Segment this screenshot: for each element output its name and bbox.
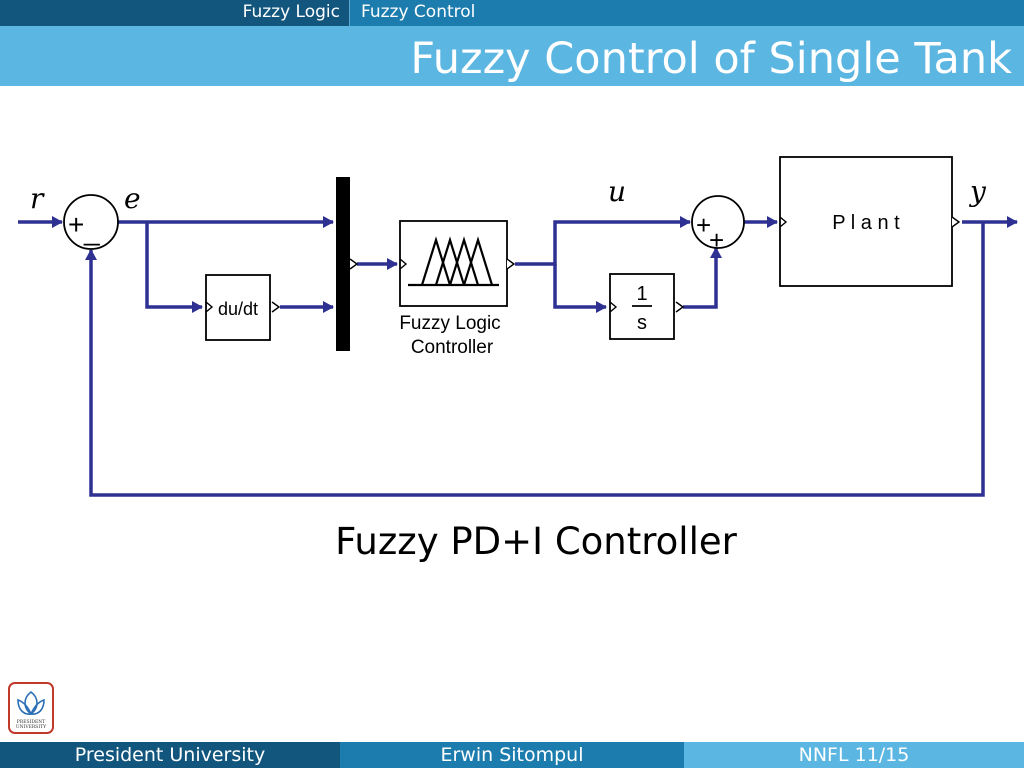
logo-text-line2: UNIVERSITY [16,724,47,730]
president-university-logo: PRESIDENT UNIVERSITY [8,682,54,734]
top-nav-separator [349,0,350,26]
derivative-block: du/dt [205,274,281,341]
sum2-plus-top: + [696,210,711,240]
footer-author: Erwin Sitompul [340,742,684,768]
signal-label-u: u [608,175,626,208]
nav-section-fuzzy-logic[interactable]: Fuzzy Logic [242,2,340,22]
wire-flc-to-sum2 [515,216,691,266]
nav-subsection-fuzzy-control[interactable]: Fuzzy Control [361,2,476,22]
logo-text-line1: PRESIDENT [17,719,45,725]
sum1-minus-sign: _ [83,215,100,246]
integrator-block: 1 s [609,273,685,340]
flc-label-line1: Fuzzy Logic [399,313,500,334]
mux-block [336,177,359,351]
integrator-denominator: s [637,312,647,334]
signal-label-y: y [968,175,987,208]
slide-title: Fuzzy Control of Single Tank [410,34,1012,84]
fuzzy-logic-controller-block: Fuzzy Logic Controller [399,220,516,358]
signal-label-e: e [124,182,141,215]
diagram-caption: Fuzzy PD+I Controller [335,520,737,563]
block-diagram: + _ du/dt Fuzzy Logic Controller 1 s [18,156,1018,497]
flc-label-line2: Controller [411,337,494,358]
sum1-plus-sign: + [68,209,84,240]
plant-block: P l a n t [779,156,961,287]
integrator-numerator: 1 [636,283,647,305]
wire-feedback [85,222,985,497]
summing-junction-1: + _ [63,194,119,250]
summing-junction-2: + + [691,195,745,255]
signal-wires [18,216,1018,497]
derivative-label: du/dt [218,299,258,319]
wire-integrator-to-sum2 [683,247,722,309]
top-nav-active-area [350,0,1024,26]
membership-functions-icon [408,236,499,287]
plant-label: P l a n t [832,212,900,234]
footer-institution: President University [0,742,340,768]
wire-e-to-derivative [145,222,203,313]
wire-flc-to-integrator [553,264,607,313]
sum2-plus-bottom: + [709,225,724,255]
signal-label-r: r [30,182,45,215]
title-bar [0,26,1024,86]
footer-page-number: NNFL 11/15 [684,742,1024,768]
footer-bar: President University Erwin Sitompul NNFL… [0,742,1024,768]
